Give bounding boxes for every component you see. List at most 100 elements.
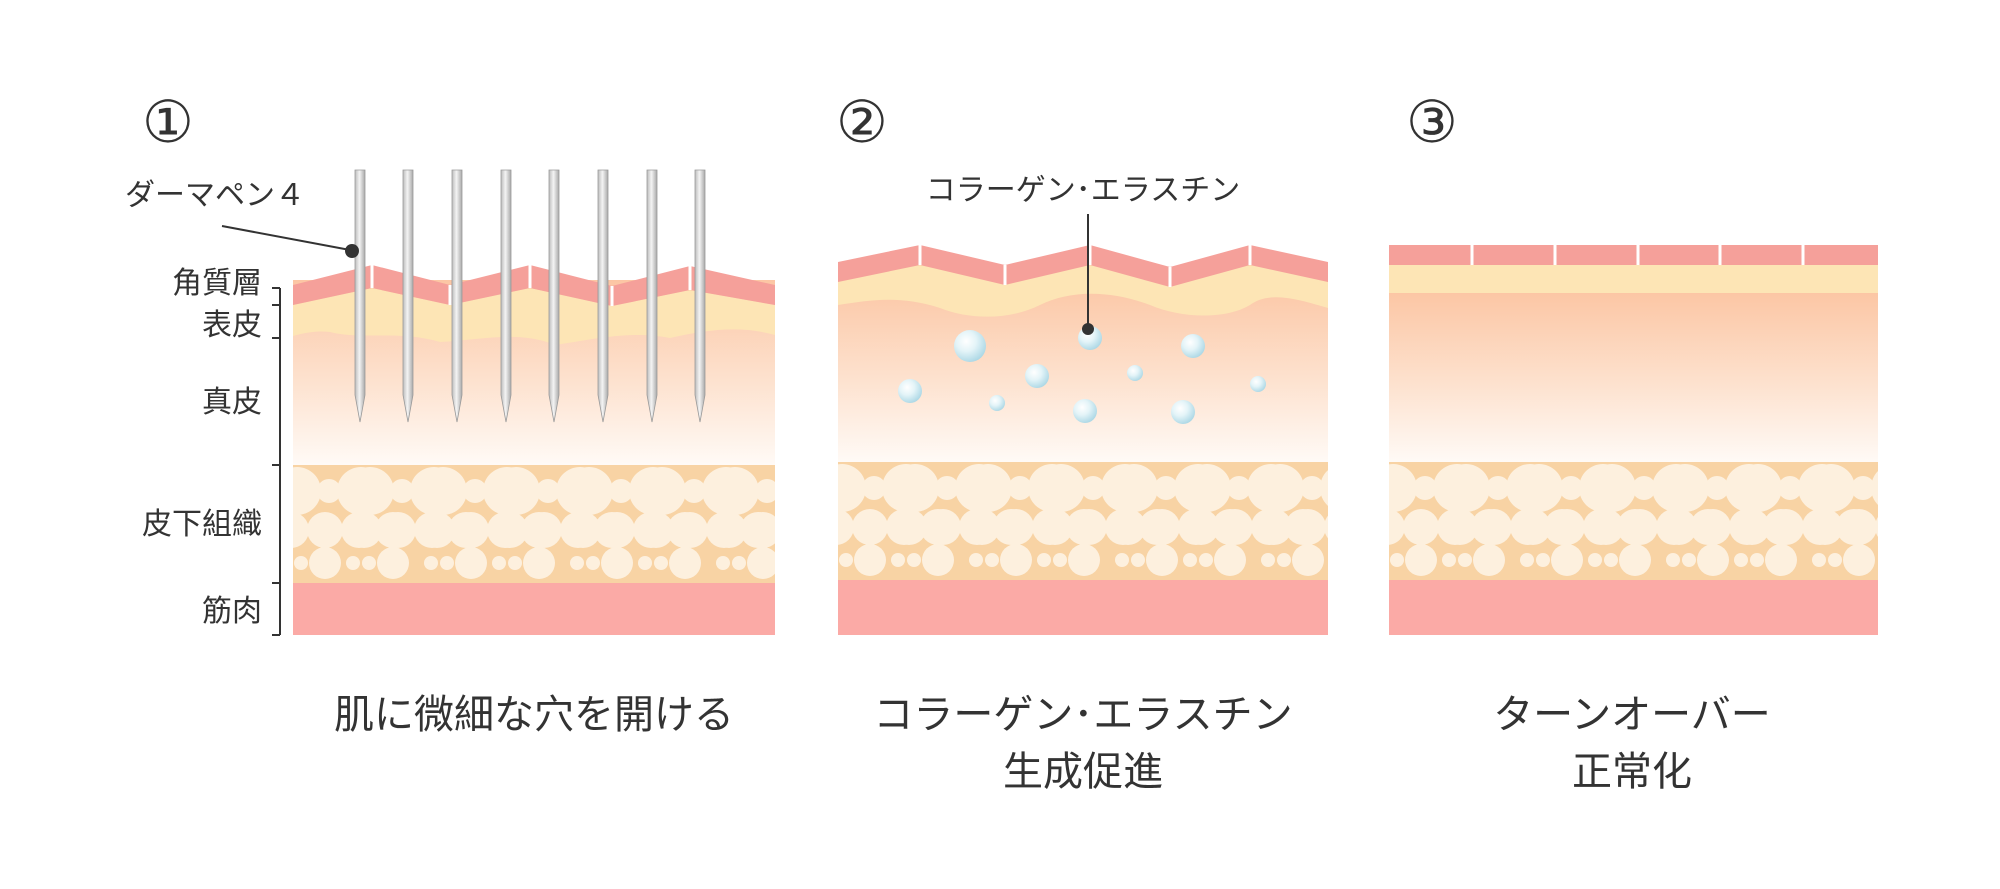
fat-cell [1695, 509, 1731, 545]
fat-cell [1911, 544, 1943, 576]
fat-cell [1183, 464, 1231, 512]
fat-cell [1277, 553, 1291, 567]
fat-cell [1320, 470, 1328, 506]
fat-cell [964, 509, 1000, 545]
needle [451, 169, 463, 423]
fat-cell [784, 556, 798, 570]
panel-number: ③ [1406, 88, 1458, 156]
fat-cell [346, 467, 394, 515]
fat-cell [1390, 553, 1404, 567]
fat-cell [346, 556, 360, 570]
fat-cells [1389, 464, 1992, 576]
fat-cell [1110, 509, 1146, 545]
fat-cell [293, 512, 309, 548]
fat-cell [1807, 464, 1855, 512]
fat-cell [1734, 553, 1748, 567]
fat-cell [419, 512, 455, 548]
fat-cell [1442, 553, 1456, 567]
panel-2: ② [836, 88, 1377, 795]
fat-cell [317, 479, 341, 503]
fat-cell [1131, 553, 1145, 567]
fat-cell [839, 553, 853, 567]
label-epidermis: 表皮 [202, 308, 262, 343]
fat-cell [390, 479, 414, 503]
fat-cell [1697, 544, 1729, 576]
fat-cell [380, 512, 416, 548]
fat-cell [1110, 464, 1158, 512]
fat-cell [508, 556, 522, 570]
fat-cell [1666, 553, 1680, 567]
fat-cell [1520, 553, 1534, 567]
panel-caption-line-1: ターンオーバー [1493, 692, 1771, 738]
fat-cell [1405, 544, 1437, 576]
fat-cell [1154, 476, 1178, 500]
fat-cell [1256, 464, 1304, 512]
panel-caption-line-2: 正常化 [1572, 749, 1692, 795]
fat-cell [1008, 476, 1032, 500]
dermis-layer [838, 280, 1328, 462]
muscle-layer [293, 583, 775, 635]
fat-cell [1037, 509, 1073, 545]
fat-cell [1944, 464, 1992, 512]
fat-cell [1217, 509, 1253, 545]
fat-cell [852, 509, 888, 545]
fat-cell [565, 512, 601, 548]
fat-cell [854, 544, 886, 576]
fat-cell [1183, 553, 1197, 567]
fat-cell [1345, 553, 1359, 567]
collagen-callout-dot [1082, 323, 1094, 335]
dermapen-needles [354, 169, 706, 423]
fat-cell [1705, 476, 1729, 500]
fat-cell [1880, 464, 1928, 512]
fat-cell [775, 467, 823, 515]
fat-cell [565, 467, 613, 515]
needle [646, 169, 658, 423]
fat-cell [1880, 553, 1894, 567]
fat-cell [1851, 476, 1875, 500]
fat-cell [1053, 553, 1067, 567]
fat-cell [1183, 509, 1219, 545]
fat-cell [1081, 476, 1105, 500]
fat-cell [1324, 515, 1328, 539]
epidermis-layer [1389, 265, 1878, 293]
fat-cell [362, 556, 376, 570]
fat-cell [779, 512, 815, 548]
fat-cell [1473, 544, 1505, 576]
fat-cell [1661, 509, 1697, 545]
fat-cell [755, 479, 775, 503]
fat-cell [1458, 553, 1472, 567]
fat-cell [838, 509, 854, 545]
fat-cell [1536, 553, 1550, 567]
fat-cell [1765, 544, 1797, 576]
dermapen-callout-label: ダーマペン４ [125, 178, 305, 213]
needle [694, 169, 706, 423]
fat-cell [1559, 476, 1583, 500]
fat-cell [925, 509, 961, 545]
fat-cell [1403, 509, 1439, 545]
fat-cell [1924, 476, 1948, 500]
dermapen-callout-dot [345, 244, 359, 258]
fat-cell [1622, 509, 1658, 545]
fat-cell [1329, 464, 1377, 512]
panel-caption-line-1: コラーゲン･エラスチン [873, 692, 1292, 738]
fat-cell [1144, 509, 1180, 545]
fat-cell [1290, 509, 1326, 545]
fat-cell [599, 512, 635, 548]
fat-cell [862, 476, 886, 500]
fat-cell [1256, 509, 1292, 545]
layer-bracket [272, 287, 281, 636]
fat-cell [1914, 509, 1950, 545]
fat-cell [1115, 553, 1129, 567]
collagen-callout-label: コラーゲン･エラスチン [926, 173, 1240, 208]
fat-cell [654, 556, 668, 570]
fat-cell [838, 464, 866, 512]
stratum-corneum-joints [1470, 245, 1805, 265]
stratum-corneum-layer [1389, 245, 1878, 265]
panel-number: ① [142, 88, 194, 156]
fat-cell [492, 467, 540, 515]
fat-cell [682, 479, 706, 503]
fat-cell [1000, 544, 1032, 576]
fat-cell [891, 464, 939, 512]
fat-cell [1750, 553, 1764, 567]
fat-cell [570, 556, 584, 570]
